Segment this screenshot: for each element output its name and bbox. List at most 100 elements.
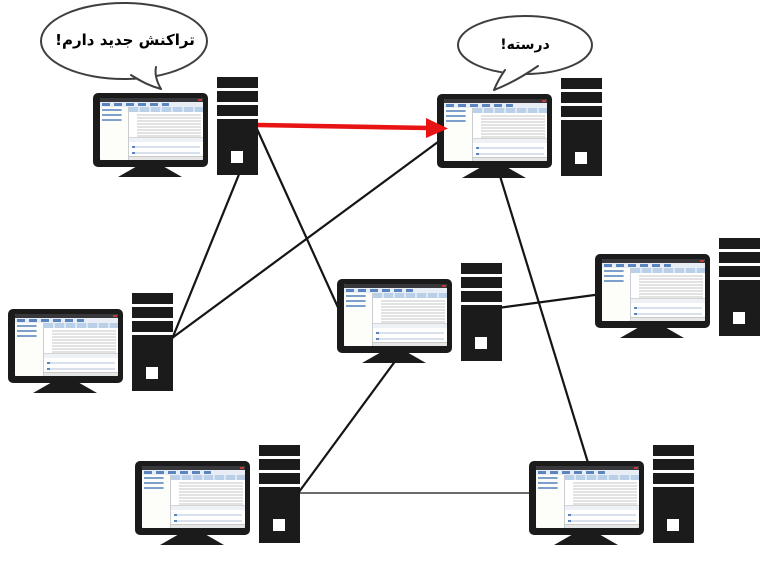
app-main (43, 323, 118, 376)
table-rows (178, 481, 243, 505)
table-header (43, 323, 118, 328)
drive-bay (719, 252, 760, 263)
app-toolbar (444, 103, 547, 108)
app-titlebar (142, 466, 245, 470)
computer-bottom-right (529, 445, 694, 546)
tower (653, 445, 694, 543)
app-main (128, 107, 203, 160)
wallet-app-window (15, 314, 118, 376)
status-strip (170, 524, 245, 528)
table-rows (380, 299, 445, 323)
wallet-app-window (100, 98, 203, 160)
tower-body (653, 487, 694, 543)
status-strip (472, 157, 547, 161)
computer-top-left (93, 77, 258, 178)
drive-bay (561, 92, 602, 103)
app-toolbar (344, 288, 447, 293)
monitor (135, 461, 250, 535)
table-rows (572, 481, 637, 505)
table-header (630, 268, 705, 273)
table-rows (51, 329, 116, 353)
tower-body (461, 305, 502, 361)
drive-bay (561, 106, 602, 117)
app-sidebar (602, 268, 631, 321)
tower-body (719, 280, 760, 336)
speech-bubble-tail-edge (493, 69, 506, 91)
connection-line-center-bottomcenter (295, 359, 397, 497)
computer-top-right (437, 78, 602, 179)
drive-bay (461, 277, 502, 288)
section-divider (564, 505, 639, 510)
monitor (337, 279, 452, 353)
app-body (536, 475, 639, 528)
status-strip (564, 524, 639, 528)
app-body (444, 108, 547, 161)
drive-bay (461, 263, 502, 274)
app-toolbar (100, 102, 203, 107)
detail-rows (633, 305, 702, 316)
table-header (372, 293, 447, 298)
app-sidebar (142, 475, 171, 528)
detail-rows (46, 360, 115, 371)
app-body (602, 268, 705, 321)
drive-bay (132, 307, 173, 318)
app-main (372, 293, 447, 346)
drive-bay (132, 321, 173, 332)
wallet-app-window (602, 259, 705, 321)
drive-bay (461, 291, 502, 302)
app-titlebar (602, 259, 705, 263)
app-close-dot (634, 467, 638, 469)
section-divider (43, 353, 118, 358)
speech-bubble-new-transaction (40, 2, 208, 80)
monitor (437, 94, 552, 168)
tower (217, 77, 258, 175)
app-toolbar (536, 470, 639, 475)
connection-line-topright-bottomright (498, 175, 591, 467)
table-rows (638, 274, 703, 298)
app-main (170, 475, 245, 528)
power-button (475, 337, 487, 349)
app-close-dot (442, 285, 446, 287)
app-titlebar (100, 98, 203, 102)
app-sidebar (536, 475, 565, 528)
computer-right (595, 238, 760, 339)
app-toolbar (142, 470, 245, 475)
app-sidebar (100, 107, 129, 160)
table-header (564, 475, 639, 480)
tower (132, 293, 173, 391)
monitor-stand (620, 327, 684, 338)
speech-bubble-tail-edge (130, 74, 162, 90)
app-titlebar (444, 99, 547, 103)
detail-rows (475, 145, 544, 156)
computer-mid-left (8, 293, 173, 394)
app-main (630, 268, 705, 321)
tower-body (217, 119, 258, 175)
drive-bay (259, 445, 300, 456)
tower-body (561, 120, 602, 176)
monitor-stand (118, 166, 182, 177)
wallet-app-window (142, 466, 245, 528)
app-body (100, 107, 203, 160)
drive-bay (653, 445, 694, 456)
wallet-app-window (444, 99, 547, 161)
table-header (472, 108, 547, 113)
table-header (128, 107, 203, 112)
tower (259, 445, 300, 543)
app-toolbar (15, 318, 118, 323)
app-main (472, 108, 547, 161)
detail-rows (375, 330, 444, 341)
app-close-dot (542, 100, 546, 102)
section-divider (170, 505, 245, 510)
tower (719, 238, 760, 336)
app-titlebar (15, 314, 118, 318)
connection-line-topleft-center (255, 128, 343, 315)
tower-body (132, 335, 173, 391)
app-close-dot (240, 467, 244, 469)
app-main (564, 475, 639, 528)
bubble-text-new-transaction: تراکنش جدید دارم! (55, 31, 195, 49)
computer-center (337, 263, 502, 364)
drive-bay (259, 459, 300, 470)
detail-rows (131, 144, 200, 155)
